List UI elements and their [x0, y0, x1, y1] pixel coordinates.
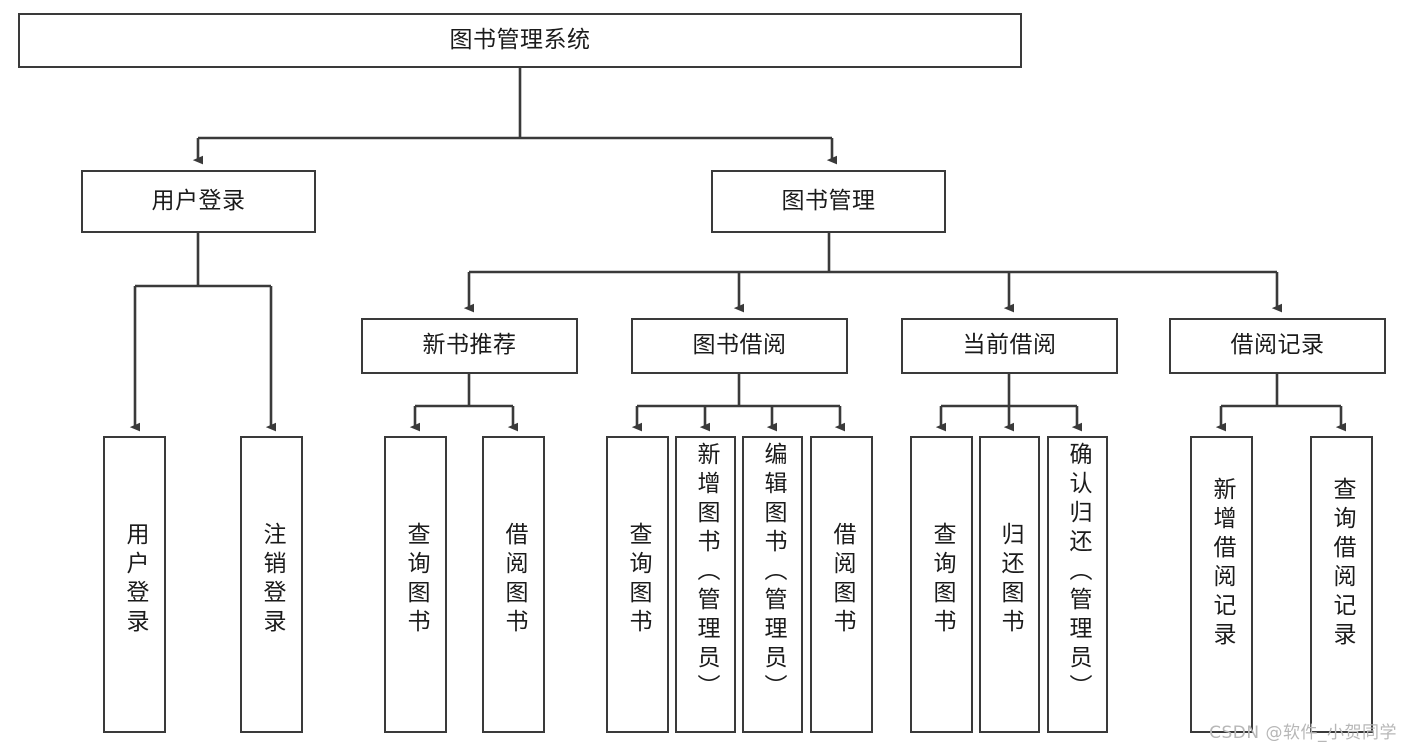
- node-label: 借阅图书: [501, 522, 527, 638]
- node-leaf-add-book[interactable]: 新增图书（管理员）: [675, 436, 736, 733]
- node-leaf-add-record[interactable]: 新增借阅记录: [1190, 436, 1253, 733]
- node-label: 查询借阅记录: [1329, 477, 1355, 651]
- node-label: 查询图书: [403, 522, 429, 638]
- node-book-manage[interactable]: 图书管理: [711, 170, 946, 233]
- node-leaf-confirm-return[interactable]: 确认归还（管理员）: [1047, 436, 1108, 733]
- node-new-book-recommend[interactable]: 新书推荐: [361, 318, 578, 374]
- node-label: 用户登录: [122, 522, 148, 638]
- node-leaf-query-book-2[interactable]: 查询图书: [606, 436, 669, 733]
- node-label: 图书借阅: [692, 332, 787, 359]
- node-label: 图书管理: [781, 187, 876, 214]
- node-leaf-edit-book[interactable]: 编辑图书（管理员）: [742, 436, 803, 733]
- node-label: 新书推荐: [422, 332, 517, 359]
- node-label: 图书管理系统: [449, 26, 591, 53]
- node-label: 确认归还（管理员）: [1065, 442, 1091, 703]
- node-label: 用户登录: [151, 187, 246, 214]
- node-leaf-user-login[interactable]: 用户登录: [103, 436, 166, 733]
- node-label: 查询图书: [625, 522, 651, 638]
- node-user-login[interactable]: 用户登录: [81, 170, 316, 233]
- node-book-borrow[interactable]: 图书借阅: [631, 318, 848, 374]
- node-leaf-return-book[interactable]: 归还图书: [979, 436, 1040, 733]
- node-label: 当前借阅: [962, 332, 1057, 359]
- node-leaf-borrow-book-1[interactable]: 借阅图书: [482, 436, 545, 733]
- node-leaf-query-book-3[interactable]: 查询图书: [910, 436, 973, 733]
- node-label: 编辑图书（管理员）: [760, 442, 786, 703]
- node-label: 借阅记录: [1230, 332, 1325, 359]
- node-label: 查询图书: [929, 522, 955, 638]
- node-leaf-query-record[interactable]: 查询借阅记录: [1310, 436, 1373, 733]
- node-label: 新增借阅记录: [1209, 477, 1235, 651]
- node-label: 归还图书: [997, 522, 1023, 638]
- node-label: 新增图书（管理员）: [693, 442, 719, 703]
- node-label: 借阅图书: [829, 522, 855, 638]
- node-current-borrow[interactable]: 当前借阅: [901, 318, 1118, 374]
- csdn-watermark: CSDN @软件_小贺同学: [1209, 723, 1397, 743]
- node-borrow-record[interactable]: 借阅记录: [1169, 318, 1386, 374]
- node-label: 注销登录: [259, 522, 285, 638]
- node-leaf-user-logout[interactable]: 注销登录: [240, 436, 303, 733]
- node-leaf-borrow-book-2[interactable]: 借阅图书: [810, 436, 873, 733]
- node-root-book-management-system[interactable]: 图书管理系统: [18, 13, 1022, 68]
- node-leaf-query-book-1[interactable]: 查询图书: [384, 436, 447, 733]
